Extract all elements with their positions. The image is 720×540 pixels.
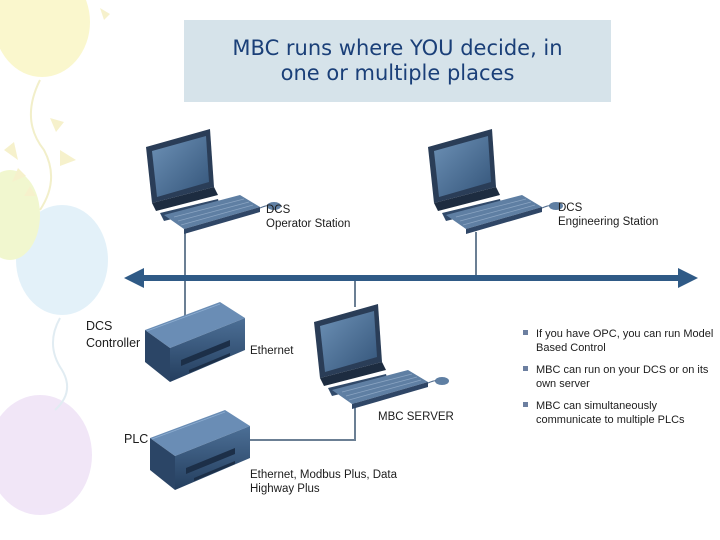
mbc-server-label: MBC SERVER xyxy=(378,411,454,423)
network-bus-arrow xyxy=(124,268,698,288)
operator-station-label: DCS Operator Station xyxy=(266,204,351,230)
mbc-server-computer-icon xyxy=(313,303,450,410)
plc-label: PLC xyxy=(124,432,149,446)
operator-station-computer-icon xyxy=(145,128,282,235)
bullet-item: If you have OPC, you can run Model Based… xyxy=(523,327,716,355)
bullet-marker xyxy=(523,366,528,371)
slide-title: MBC runs where YOU decide, in one or mul… xyxy=(232,36,563,85)
engineering-station-computer-icon xyxy=(427,128,564,235)
bullet-marker xyxy=(523,330,528,335)
field-network-link xyxy=(246,392,356,441)
bullet-text: MBC can simultaneously communicate to mu… xyxy=(536,400,685,426)
bullet-marker xyxy=(523,402,528,407)
bullet-item: MBC can simultaneously communicate to mu… xyxy=(523,399,716,427)
bullet-text: MBC can run on your DCS or on its own se… xyxy=(536,364,709,390)
dcs-controller-label: DCS Controller xyxy=(86,319,141,350)
dcs-controller-box-icon xyxy=(144,301,246,383)
bullet-item: MBC can run on your DCS or on its own se… xyxy=(523,363,716,391)
bullet-text: If you have OPC, you can run Model Based… xyxy=(536,328,714,354)
title-box xyxy=(184,20,611,102)
engineering-station-label: DCS Engineering Station xyxy=(558,202,659,228)
field-network-label: Ethernet, Modbus Plus, Data Highway Plus xyxy=(250,469,398,495)
balloon-decoration xyxy=(0,0,110,515)
plc-box-icon xyxy=(149,409,251,491)
ethernet-label: Ethernet xyxy=(250,345,294,357)
